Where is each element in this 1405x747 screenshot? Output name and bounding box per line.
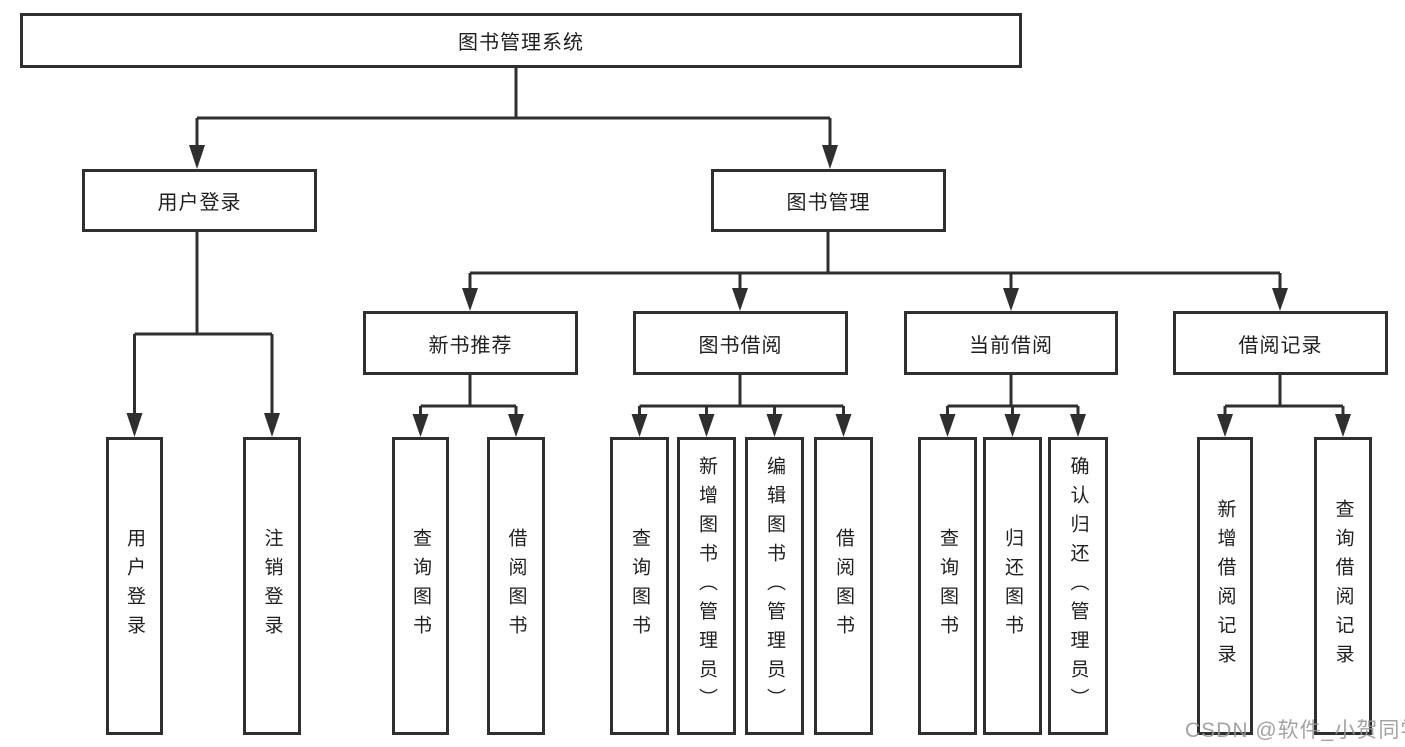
node-root-system: 图书管理系统 <box>20 13 1022 68</box>
node-leaf-query-borrow-record: 查询借阅记录 <box>1314 437 1372 735</box>
node-leaf-add-borrow-record-label: 新增借阅记录 <box>1214 499 1236 673</box>
arrowhead-icon <box>822 145 838 169</box>
arrowhead-icon <box>732 288 748 311</box>
arrowhead-icon <box>1272 288 1288 311</box>
arrowhead-icon <box>1004 414 1021 437</box>
node-current-borrow-label: 当前借阅 <box>969 334 1053 357</box>
arrowhead-icon <box>189 145 205 169</box>
node-leaf-confirm-return-admin: 确认归还（管理员） <box>1048 437 1108 735</box>
node-new-book-recommend-label: 新书推荐 <box>428 334 513 357</box>
node-leaf-add-book-admin-label: 新增图书（管理员） <box>696 455 717 717</box>
node-leaf-user-login: 用户登录 <box>106 437 163 735</box>
node-book-borrow: 图书借阅 <box>633 311 848 375</box>
node-leaf-query-books-1-label: 查询图书 <box>410 528 431 644</box>
arrowhead-icon <box>835 414 852 437</box>
arrowhead-icon <box>508 414 524 437</box>
node-leaf-add-borrow-record: 新增借阅记录 <box>1197 437 1253 735</box>
node-book-management: 图书管理 <box>711 169 946 232</box>
node-leaf-confirm-return-admin-label: 确认归还（管理员） <box>1067 455 1089 717</box>
node-leaf-borrow-books-2: 借阅图书 <box>814 437 873 735</box>
arrowhead-icon <box>631 414 648 437</box>
node-current-borrow: 当前借阅 <box>904 311 1118 375</box>
node-book-management-label: 图书管理 <box>786 192 871 214</box>
node-user-login-label: 用户登录 <box>157 192 242 214</box>
node-leaf-borrow-books-2-label: 借阅图书 <box>833 528 854 644</box>
node-leaf-logout-label: 注销登录 <box>261 528 283 644</box>
node-leaf-borrow-books-1-label: 借阅图书 <box>505 528 527 644</box>
node-user-login: 用户登录 <box>82 169 317 232</box>
node-leaf-edit-book-admin-label: 编辑图书（管理员） <box>764 455 785 717</box>
arrowhead-icon <box>1070 414 1086 437</box>
node-leaf-query-books-3: 查询图书 <box>918 437 977 735</box>
node-borrow-records: 借阅记录 <box>1173 311 1388 375</box>
arrowhead-icon <box>766 414 783 437</box>
node-new-book-recommend: 新书推荐 <box>363 311 578 375</box>
arrowhead-icon <box>126 413 143 437</box>
node-leaf-user-login-label: 用户登录 <box>124 528 145 644</box>
node-leaf-return-books-label: 归还图书 <box>1002 528 1023 644</box>
watermark: CSDN @软件_小贺同学 <box>1185 719 1405 742</box>
arrowhead-icon <box>264 413 280 437</box>
node-leaf-logout: 注销登录 <box>243 437 301 735</box>
arrowhead-icon <box>698 414 715 437</box>
node-leaf-query-books-2: 查询图书 <box>610 437 669 735</box>
node-leaf-query-books-2-label: 查询图书 <box>629 528 650 644</box>
arrowhead-icon <box>462 288 478 311</box>
node-leaf-edit-book-admin: 编辑图书（管理员） <box>745 437 804 735</box>
node-leaf-query-books-1: 查询图书 <box>392 437 449 735</box>
arrowhead-icon <box>939 414 956 437</box>
node-leaf-return-books: 归还图书 <box>983 437 1042 735</box>
arrowhead-icon <box>412 414 429 437</box>
node-leaf-query-borrow-record-label: 查询借阅记录 <box>1332 499 1354 673</box>
node-book-borrow-label: 图书借阅 <box>698 334 783 357</box>
node-leaf-borrow-books-1: 借阅图书 <box>487 437 545 735</box>
node-borrow-records-label: 借阅记录 <box>1238 334 1323 357</box>
arrowhead-icon <box>1335 414 1351 437</box>
node-leaf-query-books-3-label: 查询图书 <box>937 528 958 644</box>
arrowhead-icons <box>126 145 1351 437</box>
arrowhead-icon <box>1003 288 1019 311</box>
node-root-label: 图书管理系统 <box>458 32 584 54</box>
arrowhead-icon <box>1217 414 1233 437</box>
node-leaf-add-book-admin: 新增图书（管理员） <box>677 437 736 735</box>
